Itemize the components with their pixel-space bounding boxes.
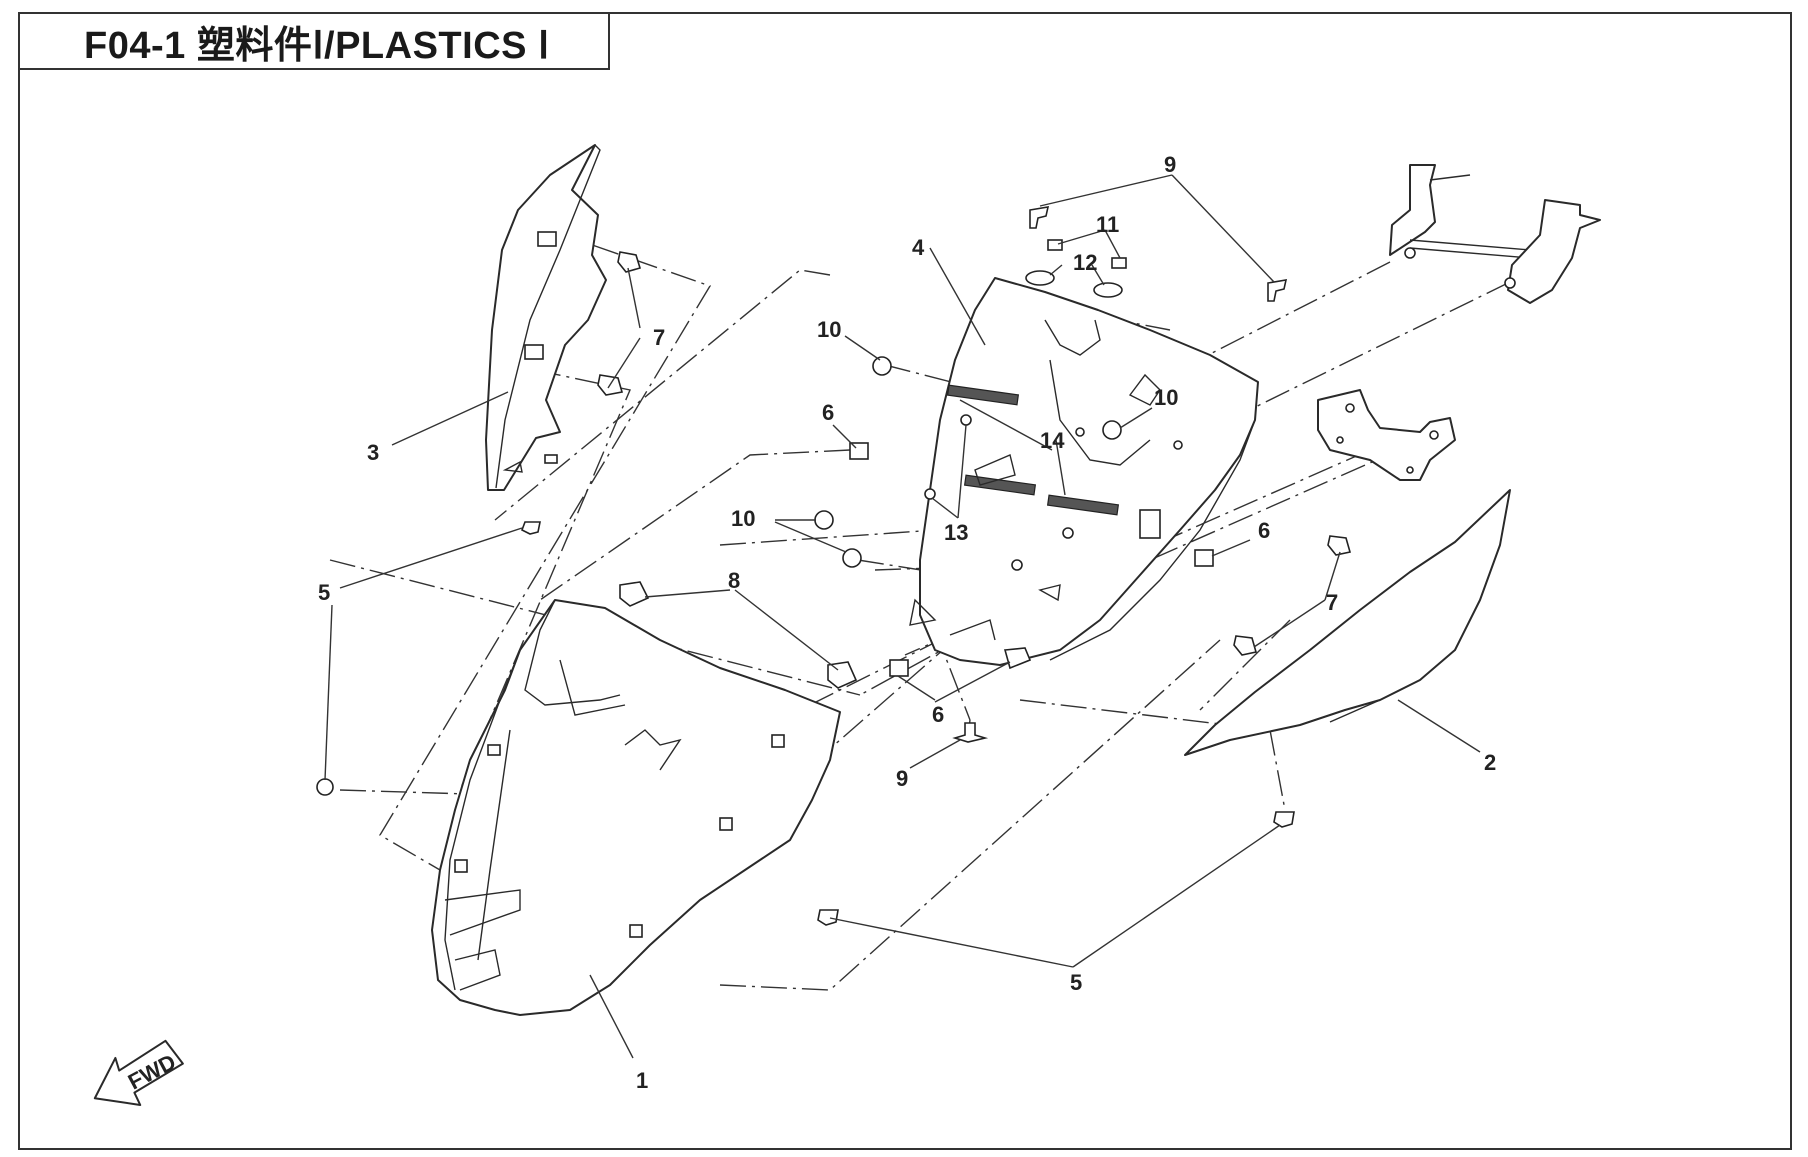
- callout-11: 11: [1096, 212, 1119, 237]
- callout-4: 4: [912, 235, 925, 260]
- callout-6-lower: 6: [932, 702, 944, 727]
- callout-7-right: 7: [1326, 590, 1338, 615]
- callout-9-top: 9: [1164, 152, 1176, 177]
- callout-13: 13: [944, 520, 968, 545]
- drawing-frame: [18, 12, 1792, 1150]
- part-3-left-side-panel: [485, 144, 607, 491]
- callout-1: 1: [636, 1068, 648, 1093]
- callout-2: 2: [1484, 750, 1496, 775]
- callout-10-upper: 10: [817, 317, 841, 342]
- page-title: F04-1 塑料件Ⅰ/PLASTICS Ⅰ: [84, 24, 550, 67]
- callout-6-right: 6: [1258, 518, 1270, 543]
- leader-lines: [324, 174, 1481, 1059]
- callout-5-left: 5: [318, 580, 330, 605]
- callout-5-bottom: 5: [1070, 970, 1082, 995]
- callout-8: 8: [728, 568, 740, 593]
- callout-10-lower: 10: [731, 506, 755, 531]
- title-block: F04-1 塑料件Ⅰ/PLASTICS Ⅰ: [18, 12, 610, 70]
- bracket-parts: [1317, 164, 1601, 481]
- callout-12: 12: [1073, 250, 1097, 275]
- fwd-arrow: FWD: [93, 1039, 184, 1106]
- callout-3: 3: [367, 440, 379, 465]
- callout-6-upper: 6: [822, 400, 834, 425]
- callout-7-left: 7: [653, 325, 665, 350]
- part-4-inner-panel: [909, 277, 1259, 666]
- part-1-front-cowl: [431, 599, 841, 1016]
- callout-9-bottom: 9: [896, 766, 908, 791]
- callout-14: 14: [1040, 428, 1065, 453]
- callout-numbers: 1 2 3 4 5 5 6 6 6 7 7 8 9 9 10 10 10 11 …: [318, 152, 1496, 1093]
- callout-10-right: 10: [1154, 385, 1178, 410]
- part-2-right-side-panel: [1184, 489, 1511, 756]
